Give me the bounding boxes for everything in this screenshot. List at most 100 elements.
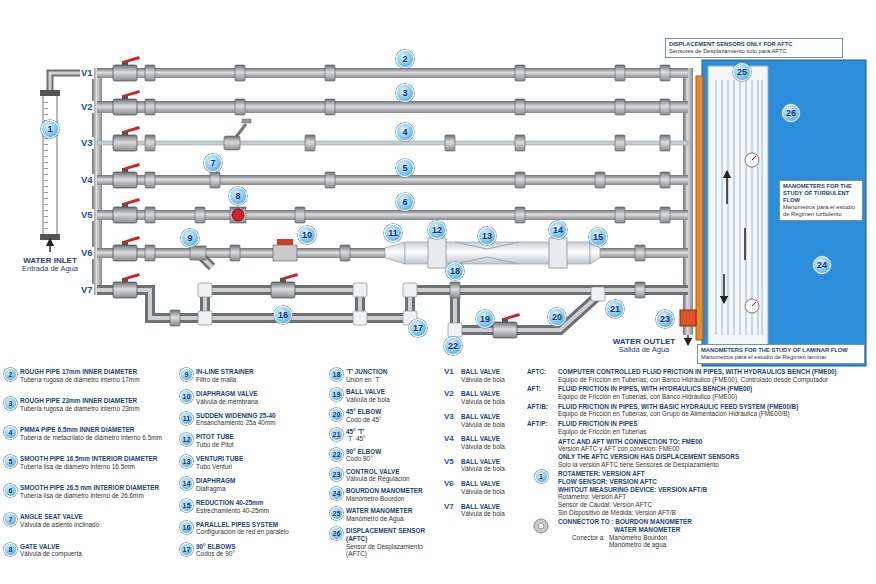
- note-text: CONNECTOR TO : BOURDON MANOMETER: [558, 518, 692, 526]
- flow-label: WATER INLETEntrada de Agua: [6, 256, 94, 274]
- key-row: 1790° ELBOWSCodos de 90°: [180, 543, 326, 558]
- pipe-fittings: [515, 172, 525, 188]
- key-slot: [527, 518, 555, 534]
- callout-circle: 13: [478, 227, 496, 245]
- pipe-fittings: [198, 283, 212, 297]
- callout-number: 5: [9, 458, 13, 465]
- note-text: Manómetro de agua: [609, 541, 667, 549]
- ball-valves: [113, 126, 140, 151]
- manometer-panel: [752, 156, 756, 160]
- connector-spanish-list: Manómetro BourdonManómetro de agua: [609, 534, 667, 549]
- part-name: BALL VALVE: [461, 480, 505, 488]
- part-name: 90° ELBOWS: [196, 543, 326, 551]
- key-text: ROUGH PIPE 23mm INNER DIAMETERTubería ru…: [20, 397, 176, 412]
- flow-label-heading: WATER OUTLET: [604, 337, 684, 346]
- measuring-text: ROTAMETER: VERSION AFTFLOW SENSOR: VERSI…: [558, 470, 707, 516]
- note-text: Sensores de Desplazamiento solo para AFT…: [669, 48, 839, 55]
- pipe-fittings: [615, 207, 625, 223]
- note-heading: MANOMETERS FOR THE STUDY OF TURBULENT FL…: [783, 183, 859, 204]
- pipes: [97, 210, 688, 220]
- part-name: REDUCTION 40-25mm: [196, 499, 326, 507]
- key-text: DIAPHRAGMDiafragma: [196, 477, 326, 492]
- callout-number: 17: [413, 324, 423, 333]
- callout-number: 10: [302, 231, 312, 240]
- key-row: 2ROUGH PIPE 17mm INNER DIAMETERTubería r…: [4, 368, 176, 383]
- callout-circle: 4: [4, 426, 17, 439]
- callout-circle: 16: [274, 306, 292, 324]
- valve-key: V1: [444, 368, 458, 377]
- key-row: 19BALL VALVEVálvula de bola: [330, 388, 440, 403]
- gate-valve: [232, 209, 244, 221]
- callout-circle: 3: [396, 84, 414, 102]
- key-text: 90° ELBOWSCodos de 90°: [196, 543, 326, 558]
- part-name-spanish: Válvula de bola: [461, 421, 505, 429]
- part-name: CONTROL VALVE: [346, 468, 440, 476]
- callout-circle: 15: [589, 228, 607, 246]
- version-code: AFT/B:: [527, 403, 555, 411]
- pipe-fittings: [660, 99, 670, 115]
- callout-circle: 6: [396, 193, 414, 211]
- part-name: 90° ELBOW: [346, 448, 440, 456]
- flow-label: WATER OUTLETSalida de Agua: [604, 337, 684, 355]
- part-name: PMMA PIPE 6.5mm INNER DIAMETER: [20, 426, 176, 434]
- note-text: AFTC AND AFT WITH CONNECTION TO: FME00: [558, 438, 872, 446]
- callout-number: 12: [183, 436, 191, 443]
- rotameter: [49, 242, 50, 252]
- key-text: ROUGH PIPE 17mm INNER DIAMETERTubería ru…: [20, 368, 176, 383]
- pipe-fittings: [210, 172, 220, 188]
- manometer-panel: [745, 299, 759, 313]
- key-text: SUDDEN WIDENING 25-40Ensanchamiento 25a …: [196, 412, 326, 427]
- callout-number: 24: [333, 490, 341, 497]
- callout-circle: 4: [396, 123, 414, 141]
- note-text: Manómetros para el estudio de Régimen la…: [701, 354, 861, 361]
- key-row: 23CONTROL VALVEVálvula de Regulación: [330, 468, 440, 483]
- callout-number: 12: [432, 226, 442, 235]
- key-text: DISPLACEMENT SENSOR (AFTC)Sensor de Desp…: [346, 527, 440, 558]
- pipe-fittings: [515, 135, 525, 151]
- venturi-section: [428, 238, 446, 268]
- valve-key: V4: [444, 435, 458, 444]
- callout-number: 1: [47, 125, 52, 134]
- rotameter: [44, 98, 56, 232]
- part-name: 'T' JUNCTION: [346, 368, 440, 376]
- callout-number: 22: [333, 451, 341, 458]
- callout-circle: 20: [330, 408, 343, 421]
- callout-circle: 14: [549, 221, 567, 239]
- callout-circle: 8: [4, 543, 17, 556]
- valve-label: V2: [80, 101, 94, 113]
- callout-circle: 25: [330, 507, 343, 520]
- pipe-fittings: [615, 65, 625, 81]
- part-name-spanish: Tubería rugosa de diámetro interno 23mm: [20, 405, 176, 413]
- pipe-fittings: [660, 207, 670, 223]
- pipes: [97, 141, 688, 145]
- pipe-fittings: [195, 207, 205, 223]
- valve-label: V7: [80, 284, 94, 296]
- version-name: FLUID FRICTION IN PIPES: [558, 420, 872, 428]
- pipe-fittings: [145, 135, 155, 151]
- callout-circle: 12: [180, 433, 193, 446]
- callout-number: 11: [183, 415, 190, 422]
- version-name: COMPUTER CONTROLLED FLUID FRICTION IN PI…: [558, 368, 872, 376]
- callout-circle: 21: [606, 300, 624, 318]
- pipe-fittings: [145, 65, 155, 81]
- key-row: 11 SUDDEN WIDENING 25-40Ensanchamiento 25…: [180, 412, 326, 427]
- key-text: DIAPHRAGM VALVEVálvula de membrana: [196, 390, 326, 405]
- version-code: AFT:: [527, 385, 555, 393]
- callout-number: 3: [9, 400, 13, 407]
- callout-number: 21: [610, 305, 620, 314]
- pipe-fittings: [145, 65, 670, 337]
- note-text: WATER MANOMETER: [558, 526, 692, 534]
- pipe-fittings: [515, 99, 525, 115]
- diaphragm-valve: [277, 239, 293, 245]
- version-name: FLUID FRICTION IN PIPES, WITH HYDRAULICS…: [558, 385, 872, 393]
- callout-circle: 17: [180, 543, 193, 556]
- part-name: DISPLACEMENT SENSOR (AFTC): [346, 527, 440, 542]
- callout-number: 23: [333, 471, 341, 478]
- callout-circle: 10: [298, 226, 316, 244]
- key-row: V3BALL VALVEVálvula de bola: [444, 413, 526, 428]
- manometer-panel: [702, 60, 866, 366]
- key-row: 5SMOOTH PIPE 16.5mm INTERIOR DIAMETERTub…: [4, 455, 176, 470]
- part-name-spanish: Manómetro de Agua: [346, 515, 440, 523]
- part-name-spanish: Tubería rugosa de diámetro interno 17mm: [20, 376, 176, 384]
- callout-circle: 25: [733, 63, 751, 81]
